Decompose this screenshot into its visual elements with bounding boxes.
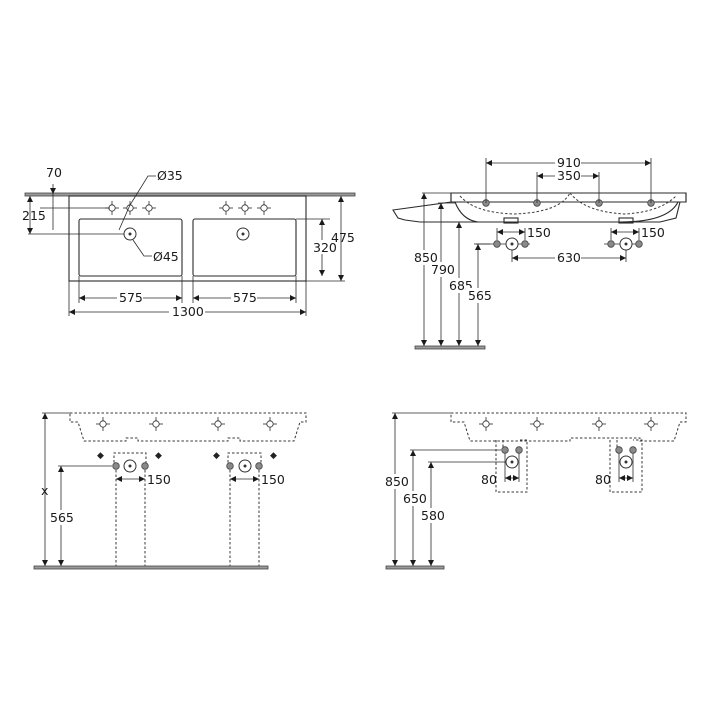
tap-hole-icon	[218, 200, 234, 216]
dim-630: 630	[557, 250, 581, 265]
front-view: 910 350 150 150	[392, 155, 687, 350]
waste-hole-icon	[123, 227, 137, 241]
dim-80-right: 80	[595, 472, 611, 487]
floor-line	[33, 565, 269, 570]
svg-text:◆: ◆	[97, 451, 104, 461]
tap-hole-icon	[122, 200, 138, 216]
dim-150-right: 150	[641, 225, 665, 240]
front-pedestal-view: ◆ ◆ ◆ ◆ 150 150 x	[33, 412, 307, 570]
dim-910: 910	[557, 155, 581, 170]
washbasin-outline	[68, 195, 307, 282]
tap-hole-icon	[256, 200, 272, 216]
dim-x: x	[41, 483, 48, 498]
dim-150-left: 150	[147, 472, 171, 487]
dim-d45: Ø45	[153, 249, 179, 264]
dim-565: 565	[50, 510, 74, 525]
dim-150-left: 150	[527, 225, 551, 240]
dim-790: 790	[431, 262, 455, 277]
dim-350: 350	[557, 168, 581, 183]
dim-650: 650	[403, 491, 427, 506]
dim-320: 320	[313, 240, 337, 255]
tap-hole-icon	[237, 200, 253, 216]
tap-hole-icon	[141, 200, 157, 216]
svg-text:◆: ◆	[213, 451, 220, 461]
dim-215: 215	[22, 208, 46, 223]
svg-text:◆: ◆	[155, 451, 162, 461]
dim-70: 70	[46, 165, 62, 180]
floor-line	[414, 345, 486, 350]
top-view: 70 215 Ø35 Ø45 320 475	[22, 165, 356, 319]
waste-hole-icon	[236, 227, 250, 241]
left-basin	[78, 218, 183, 277]
dim-80-left: 80	[481, 472, 497, 487]
floor-line	[385, 565, 445, 570]
washbasin-rim	[450, 192, 687, 203]
side-siphon-view: 80 80 850 650 580	[383, 412, 687, 570]
svg-text:◆: ◆	[270, 451, 277, 461]
dim-d35: Ø35	[157, 168, 183, 183]
dim-580: 580	[421, 508, 445, 523]
dim-850: 850	[414, 250, 438, 265]
dim-150-right: 150	[261, 472, 285, 487]
dim-850: 850	[385, 474, 409, 489]
dim-575-left: 575	[119, 290, 143, 305]
dim-475: 475	[331, 230, 355, 245]
dim-565: 565	[468, 288, 492, 303]
dim-575-right: 575	[233, 290, 257, 305]
dim-1300: 1300	[172, 304, 204, 319]
right-basin	[192, 218, 297, 277]
